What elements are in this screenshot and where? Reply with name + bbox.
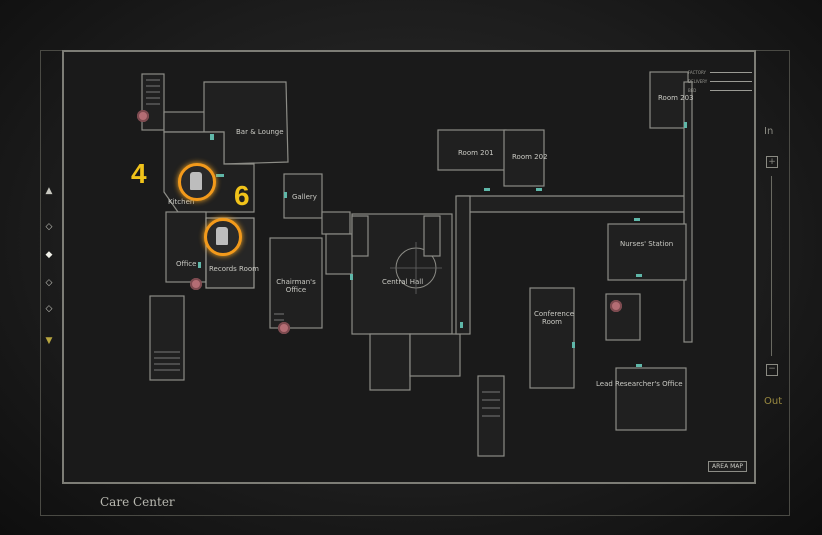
- floor-plan: [141, 71, 693, 457]
- map-legend: FACTORY DELIVERY BED: [688, 68, 752, 95]
- floor-diamond-icon[interactable]: ◇: [45, 278, 53, 288]
- room-label-bar-lounge: Bar & Lounge: [236, 128, 284, 136]
- floor-diamond-icon[interactable]: ◇: [45, 304, 53, 314]
- legend-label: BED: [688, 88, 697, 93]
- item-marker-records-room[interactable]: [204, 218, 242, 256]
- area-name: Care Center: [100, 495, 175, 509]
- legend-row: BED: [688, 86, 752, 95]
- legend-label: DELIVERY: [688, 79, 708, 84]
- herb-icon: [610, 300, 622, 312]
- floor-selector[interactable]: ▲ ◇ ◆ ◇ ◇ ▼: [40, 180, 60, 360]
- room-label-gallery: Gallery: [292, 193, 317, 201]
- herb-icon: [190, 278, 202, 290]
- room-label-kitchen: Kitchen: [168, 198, 195, 206]
- room-label-nurses-station: Nurses' Station: [620, 240, 674, 248]
- room-label-records-room: Records Room: [209, 265, 259, 273]
- legend-row: DELIVERY: [688, 77, 752, 86]
- floor-diamond-icon[interactable]: ◇: [45, 222, 53, 232]
- callout-number-4: 4: [131, 158, 147, 189]
- up-arrow-icon[interactable]: ▲: [45, 186, 53, 196]
- room-label-chairmans-office: Chairman's Office: [276, 278, 316, 294]
- zoom-out-label: Out: [764, 396, 783, 407]
- room-label-room-201: Room 201: [458, 149, 494, 157]
- area-map-button[interactable]: AREA MAP: [708, 461, 747, 472]
- map-panel[interactable]: Bar & Lounge Kitchen Gallery Office Reco…: [62, 50, 756, 484]
- zoom-slider-track[interactable]: [771, 176, 772, 356]
- callout-number-6: 6: [234, 180, 250, 211]
- stairs-room: [141, 73, 165, 131]
- zoom-control[interactable]: In + − Out: [760, 120, 788, 420]
- zoom-in-button[interactable]: +: [766, 156, 778, 168]
- item-marker-kitchen[interactable]: [178, 163, 216, 201]
- floor-diamond-icon[interactable]: ◆: [45, 250, 53, 260]
- room-label-room-202: Room 202: [512, 153, 548, 161]
- zoom-out-button[interactable]: −: [766, 364, 778, 376]
- down-arrow-icon[interactable]: ▼: [45, 336, 53, 346]
- legend-label: FACTORY: [688, 70, 706, 75]
- herb-icon: [137, 110, 149, 122]
- zoom-in-label: In: [764, 126, 774, 137]
- legend-row: FACTORY: [688, 68, 752, 77]
- room-label-office: Office: [176, 260, 197, 268]
- room-label-lead-researchers-office: Lead Researcher's Office: [596, 380, 683, 388]
- herb-icon: [278, 322, 290, 334]
- room-label-room-203: Room 203: [658, 94, 694, 102]
- room-label-conference-room: Conference Room: [534, 310, 575, 326]
- room-label-central-hall: Central Hall: [382, 278, 424, 286]
